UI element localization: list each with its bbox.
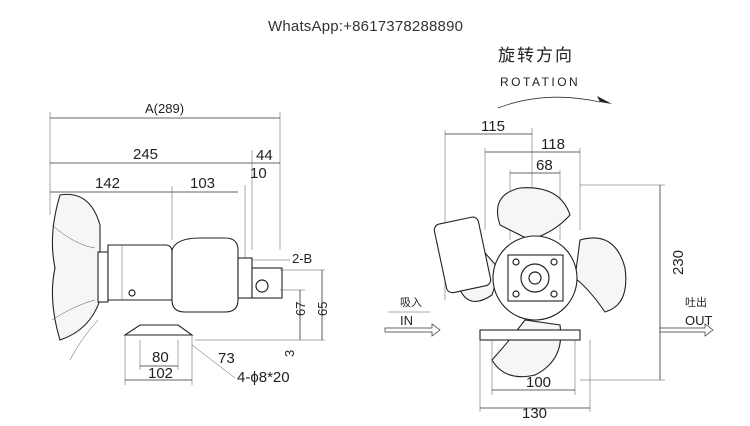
dim-245: 245 [133,146,158,163]
dim-67: 67 [293,302,308,316]
fan-blade-right [574,237,627,313]
out-arrow-icon [659,323,714,337]
fan-blade-side [51,193,101,341]
rotation-arrow-icon [597,96,612,104]
shaft-ring [520,263,550,293]
junction-box [433,216,492,294]
hub [97,251,109,303]
fan-blade-top [496,187,571,241]
dim-103: 103 [190,175,215,192]
dim-2b: 2-B [292,251,312,266]
dim-3: 3 [282,350,297,357]
dim-100: 100 [526,374,551,391]
motor-body [171,237,239,313]
front-view: 115 118 68 230 1 [384,118,714,422]
fan-blade-bottom [491,319,562,378]
rotation-title-cn: 旋转方向 [498,46,574,66]
dim-73: 73 [218,350,235,367]
in-arrow-icon [384,323,441,337]
front-base [479,329,581,341]
dim-130: 130 [522,405,547,422]
shaft [528,271,542,285]
dim-10: 10 [250,165,267,182]
dim-80: 80 [152,349,169,366]
dim-102: 102 [148,365,173,382]
rotation-header: 旋转方向 ROTATION [497,46,612,109]
dim-44: 44 [256,147,273,164]
holes-label: 4-ϕ8*20 [237,369,290,386]
dim-overall: A(289) [145,101,184,116]
watermark-text: WhatsApp:+8617378288890 [268,18,464,35]
in-label-en: IN [400,313,413,328]
rotation-arc [497,96,601,109]
rotation-title-en: ROTATION [500,75,580,89]
in-label-cn: 吸入 [400,296,422,309]
mount-plate [507,254,564,302]
motor-flange [237,257,253,299]
mount-base [123,324,194,336]
motor-rear [107,244,173,301]
out-label-cn: 吐出 [685,295,707,309]
port-circle [255,279,269,293]
dim-65: 65 [315,302,330,316]
out-label-en: OUT [685,313,713,328]
dim-68: 68 [536,157,553,174]
dim-142: 142 [95,175,120,192]
side-view: A(289) 245 44 142 103 10 2-B [49,101,330,386]
dim-230: 230 [670,250,687,275]
dim-118: 118 [541,136,565,153]
dim-115: 115 [481,118,505,135]
